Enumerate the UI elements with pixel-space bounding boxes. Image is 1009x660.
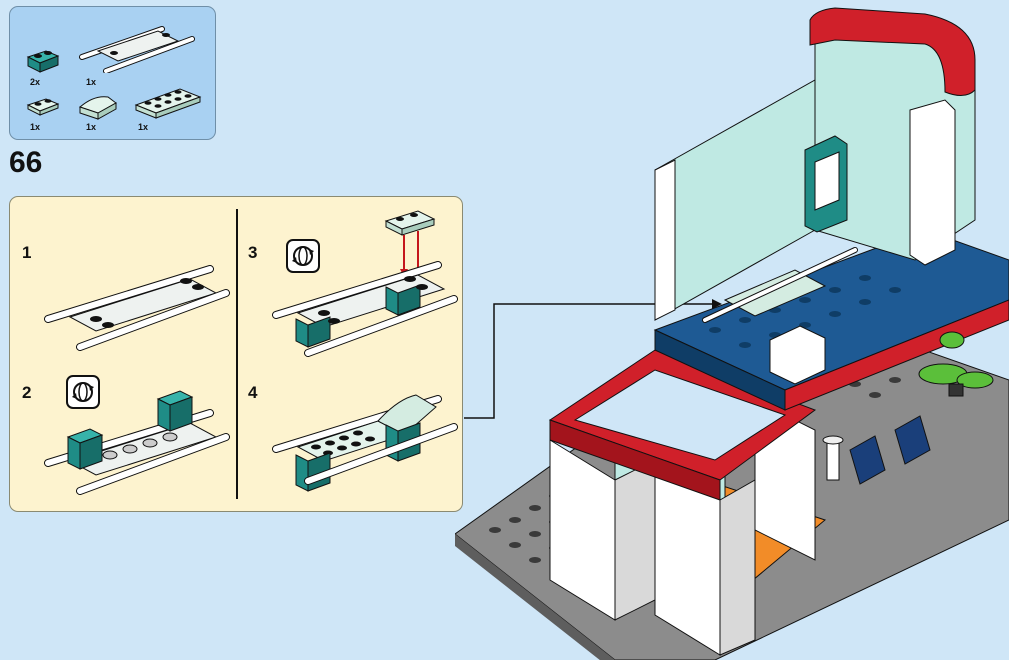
sub-assembly-callout: 1 2 3 4 (9, 196, 463, 512)
rotate-model-icon (286, 239, 320, 273)
stretcher-add-plate-illustration (272, 210, 458, 357)
part-qty: 2x (30, 77, 41, 87)
stretcher-complete-illustration (272, 394, 458, 492)
part-qty: 1x (30, 122, 41, 132)
aqua-plate-1x2-icon (26, 98, 60, 116)
callout-divider (236, 209, 238, 499)
step-number: 66 (9, 146, 43, 179)
teal-brick-1x2-icon (26, 50, 60, 73)
stretcher-bars-illustration (44, 265, 230, 351)
stretcher-upside-down-illustration (44, 390, 230, 495)
white-bar-plate-icon (79, 26, 195, 73)
substep-label: 2 (22, 383, 32, 402)
substep-label: 4 (248, 383, 258, 402)
part-qty: 1x (86, 77, 97, 87)
hospital-model-illustration (455, 7, 1009, 660)
part-qty: 1x (86, 122, 97, 132)
substep-label: 3 (248, 243, 258, 262)
parts-list-panel: 2x 1x 1x 1x 1x (9, 6, 216, 140)
callout-pointer-line (464, 299, 722, 419)
rotate-model-icon (66, 375, 100, 409)
aqua-plate-2x4-icon (134, 88, 202, 119)
part-qty: 1x (138, 122, 149, 132)
aqua-curved-slope-icon (79, 96, 117, 120)
substep-label: 1 (22, 243, 32, 262)
